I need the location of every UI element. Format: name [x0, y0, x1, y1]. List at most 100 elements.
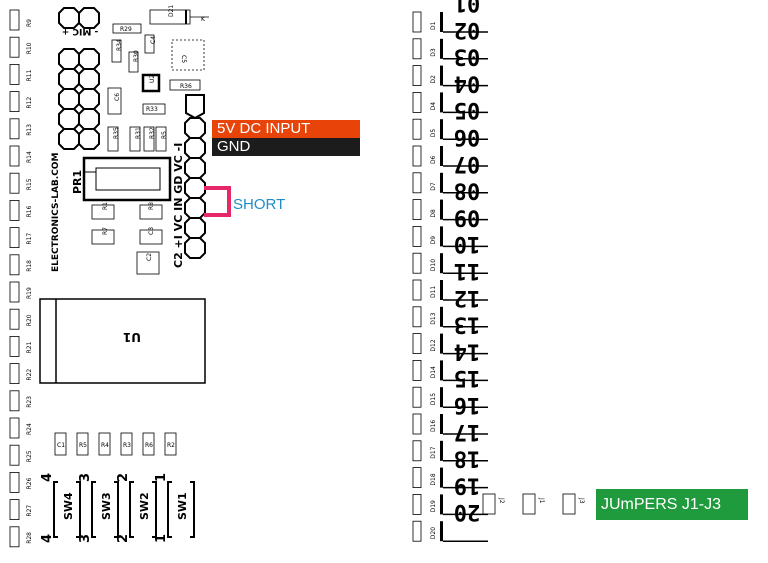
diode-label: D5 — [430, 129, 437, 138]
r1-label: R1 — [102, 202, 109, 210]
diode-label: D11 — [430, 286, 437, 298]
left-resistor: R12 — [9, 91, 33, 112]
left-resistor-label: R19 — [26, 287, 33, 299]
left-resistor: R14 — [9, 145, 33, 167]
c4-label: C4 — [150, 36, 157, 44]
short-jumper-wire — [204, 186, 231, 217]
diode-label: D13 — [430, 312, 437, 324]
output-label: 13 — [454, 312, 481, 337]
diode-label: D6 — [430, 155, 437, 164]
output-label: 19 — [454, 472, 481, 497]
bottom-component-label: C1 — [57, 442, 65, 449]
output-label: 07 — [454, 151, 481, 176]
switch-number-top: 3 — [78, 473, 93, 482]
jumper: J2 — [482, 493, 505, 515]
left-resistor-label: R15 — [26, 178, 33, 190]
diode-label: D1 — [430, 21, 437, 30]
left-resistor: R25 — [9, 444, 33, 466]
left-resistor: R21 — [9, 335, 33, 357]
r34-label: R34 — [116, 39, 123, 51]
left-resistor-label: R13 — [26, 124, 33, 136]
left-resistor-label: R27 — [26, 505, 33, 517]
top-components — [91, 9, 209, 275]
c5-label: C5 — [180, 55, 187, 63]
output-row: D7 07 — [412, 151, 488, 194]
output-label: 14 — [454, 338, 481, 363]
left-resistor-label: R9 — [26, 19, 33, 27]
r5-top-label: R5 — [161, 131, 168, 139]
diode-label: D17 — [430, 446, 437, 458]
mic-label: - MIC + — [62, 26, 98, 36]
left-resistor-label: R22 — [26, 369, 33, 381]
diode-label: D15 — [430, 393, 437, 405]
d21-label: D21 — [168, 5, 175, 17]
diode-label: D20 — [430, 527, 437, 539]
bottom-component-label: R5 — [79, 442, 87, 449]
left-resistor-label: R10 — [26, 42, 33, 54]
bottom-component: C1 — [54, 432, 67, 456]
left-resistor: R23 — [9, 390, 33, 412]
switch-number-bottom: 2 — [116, 534, 131, 543]
left-resistor: R9 — [9, 9, 33, 31]
switch-number-bottom: 3 — [78, 534, 93, 543]
r36-label: R36 — [180, 83, 192, 90]
pr1-trimmer — [82, 156, 172, 202]
left-resistor: R17 — [9, 227, 33, 249]
r30-label: R30 — [133, 50, 140, 62]
left-resistor: R27 — [9, 499, 33, 521]
c2-label: C2 — [146, 253, 153, 261]
dip-switch: SW3 3 3 — [78, 473, 119, 543]
jumper-label: J2 — [498, 497, 505, 504]
u1-chip — [39, 298, 206, 384]
left-resistor-label: R26 — [26, 477, 33, 489]
input-callout: 5V DC INPUT — [212, 120, 360, 138]
diode-label: D10 — [430, 259, 437, 271]
output-label: 12 — [454, 285, 481, 310]
r32-label: R32 — [149, 127, 156, 139]
switch-label: SW1 — [176, 492, 189, 520]
bottom-component-label: R3 — [123, 442, 131, 449]
jumper-label: J1 — [538, 497, 545, 504]
diode-label: D7 — [430, 182, 437, 191]
bottom-component: R3 — [120, 432, 133, 456]
bottom-component: R2 — [164, 432, 177, 456]
output-row: D12 13 — [412, 312, 488, 355]
output-pads-column: D101D302D203D404D505D606D707D808D909D101… — [412, 0, 488, 542]
bottom-component-label: R6 — [145, 442, 153, 449]
diode-label: D4 — [430, 102, 437, 111]
left-resistor-label: R11 — [26, 69, 33, 81]
left-resistor: R15 — [9, 172, 33, 194]
left-resistor: R28 — [9, 526, 33, 548]
left-resistor-label: R14 — [26, 151, 33, 163]
k-label: K — [201, 16, 206, 23]
c6-label: C6 — [114, 93, 121, 101]
website-label: ELECTRONICS-LAB.COM — [51, 153, 61, 272]
power-connector-8pin — [184, 94, 206, 259]
switch-label: SW3 — [100, 492, 113, 520]
output-label: 11 — [454, 258, 481, 283]
r33-label: R33 — [146, 106, 158, 113]
left-resistor-column: R9R10R11R12R13R14R15R16R17R18R19R20R21R2… — [9, 9, 33, 548]
diode-label: D12 — [430, 339, 437, 351]
switch-number-bottom: 4 — [40, 534, 55, 543]
left-resistor: R18 — [9, 254, 33, 276]
u1-label: U1 — [123, 330, 141, 344]
jumper: J1 — [522, 493, 545, 515]
r7-label: R7 — [102, 227, 109, 235]
gnd-callout: GND — [212, 138, 360, 156]
left-resistor: R10 — [9, 36, 33, 58]
diode-label: D9 — [430, 236, 437, 245]
left-resistor-label: R23 — [26, 396, 33, 408]
r31-label: R31 — [135, 127, 142, 139]
